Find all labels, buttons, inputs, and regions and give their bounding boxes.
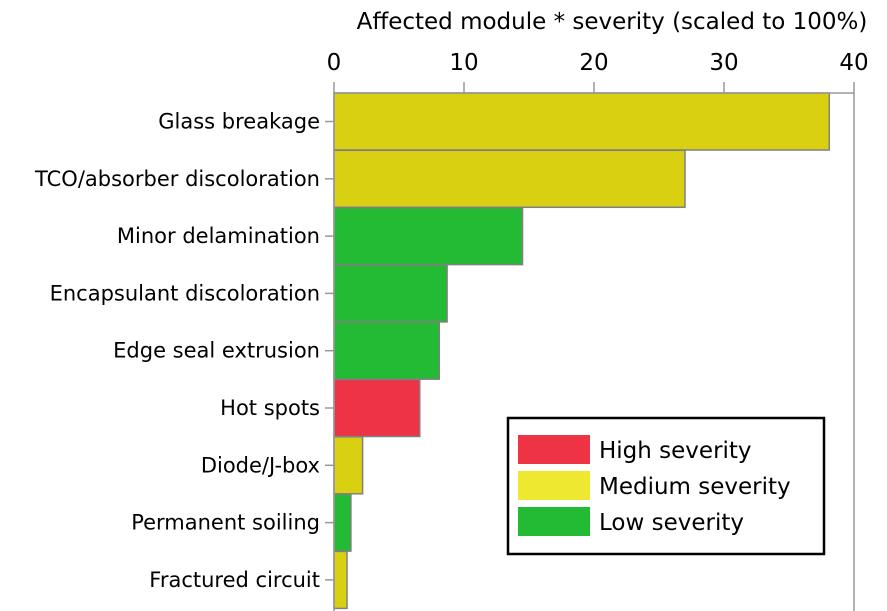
x-tick-label: 10 <box>449 50 478 76</box>
category-label: Minor delamination <box>117 224 320 248</box>
axes <box>333 92 855 611</box>
legend-swatch-high <box>518 435 590 464</box>
bar-fractured-circuit <box>333 550 348 610</box>
category-label: Glass breakage <box>158 110 320 134</box>
bar-hot-spots <box>333 378 421 438</box>
category-label: Diode/J-box <box>201 453 320 477</box>
category-label: TCO/absorber discoloration <box>34 167 320 191</box>
category-label: Fractured circuit <box>149 568 320 592</box>
bar-glass-breakage <box>333 92 831 151</box>
category-label: Permanent soiling <box>131 511 320 535</box>
legend-label-low: Low severity <box>599 510 744 536</box>
x-tick-label: 0 <box>327 50 342 76</box>
bar-tco-absorber-discoloration <box>333 149 686 209</box>
legend-swatch-low <box>518 507 590 536</box>
category-label: Encapsulant discoloration <box>50 281 320 305</box>
x-axis-title: Affected module * severity (scaled to 10… <box>357 9 868 35</box>
category-label: Hot spots <box>220 396 320 420</box>
legend-swatch-medium <box>518 471 590 500</box>
bar-encapsulant-discoloration <box>333 264 448 323</box>
x-axis-ticks: 0 10 20 30 40 <box>327 50 869 93</box>
x-tick-label: 40 <box>839 50 868 76</box>
bar-edge-seal-extrusion <box>333 321 441 380</box>
bar-minor-delamination <box>333 206 524 266</box>
category-label: Edge seal extrusion <box>113 339 320 363</box>
x-tick-label: 20 <box>579 50 608 76</box>
bar-permanent-soiling <box>333 493 352 552</box>
x-tick-label: 30 <box>709 50 738 76</box>
bar-diode-j-box <box>333 436 364 495</box>
legend-label-high: High severity <box>599 438 752 464</box>
legend-label-medium: Medium severity <box>599 474 791 500</box>
